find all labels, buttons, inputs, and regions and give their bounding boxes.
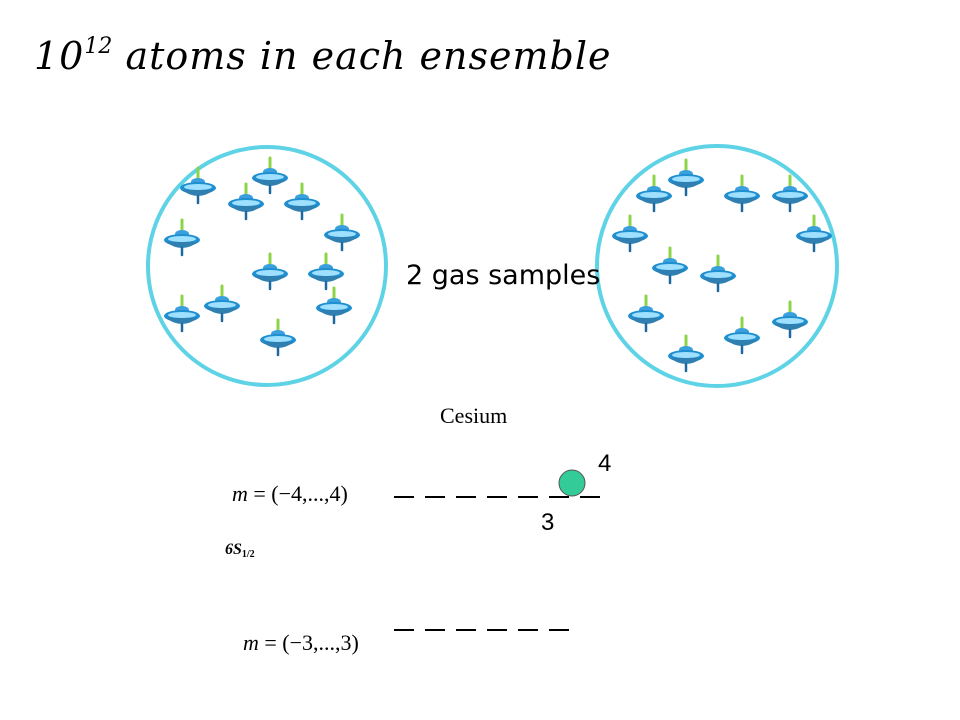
atom-icon (722, 316, 762, 355)
atom-icon (322, 213, 362, 252)
atom-icon (770, 300, 810, 339)
atom-icon (666, 158, 706, 197)
atom-icon (626, 294, 666, 333)
atoms-right (610, 158, 834, 373)
atom-icon (610, 214, 650, 253)
lower-m-var: m (243, 630, 259, 655)
atom-icon (178, 166, 218, 205)
atom-icon (162, 218, 202, 257)
atom-icon (722, 174, 762, 213)
lower-m-values: = (−3,...,3) (258, 630, 359, 655)
title-text: atoms in each ensemble (125, 34, 612, 78)
lower-m-range: m = (−3,...,3) (243, 630, 359, 656)
atoms-left (162, 156, 362, 357)
level-label-3: 3 (541, 509, 555, 536)
atom-icon (650, 246, 690, 285)
title: 1012 atoms in each ensemble (34, 34, 612, 78)
atom-icon (698, 254, 738, 293)
atom-icon (162, 294, 202, 333)
atom-icon (634, 174, 674, 213)
upper-m-range: m = (−4,...,4) (232, 481, 348, 507)
element-label: Cesium (440, 403, 508, 428)
gas-sample-right (595, 144, 839, 388)
title-exponent: 12 (84, 34, 113, 59)
upper-m-values: = (−4,...,4) (247, 481, 348, 506)
state-name: 6S (225, 541, 242, 558)
gas-sample-left (146, 145, 388, 387)
atom-icon (282, 182, 322, 221)
title-base: 10 (34, 34, 85, 78)
atom-icon (314, 286, 354, 325)
atom-icon (250, 156, 290, 195)
atom-icon (202, 284, 242, 323)
circle-marker-icon (558, 469, 586, 497)
state-subscript: 1/2 (241, 549, 255, 560)
gas-samples-label: 2 gas samples (406, 260, 601, 291)
level-label-4: 4 (598, 450, 612, 477)
atom-icon (666, 334, 706, 373)
atom-icon (306, 252, 346, 291)
upper-m-var: m (232, 481, 248, 506)
state-label: 6S1/2 (225, 541, 255, 560)
atom-icon (226, 182, 266, 221)
atom-icon (250, 252, 290, 291)
atom-icon (258, 318, 298, 357)
